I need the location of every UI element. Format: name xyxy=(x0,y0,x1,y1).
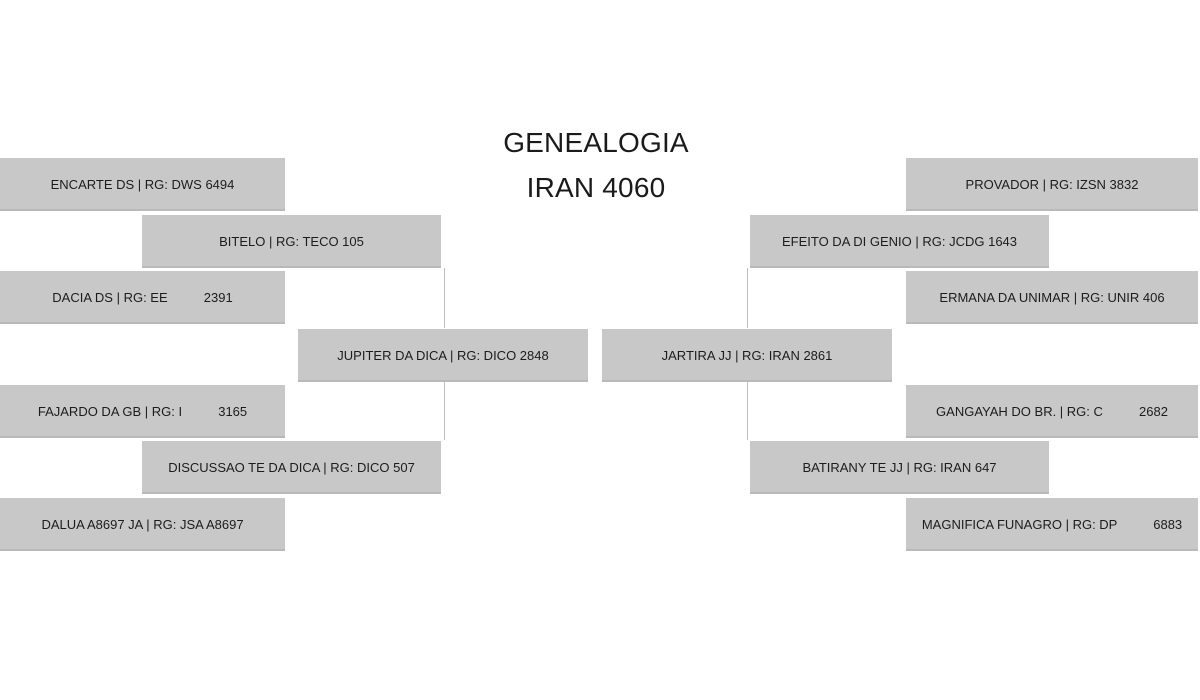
connector-line xyxy=(444,382,445,440)
sire-great-grandsire-2: FAJARDO DA GB | RG: I 3165 xyxy=(0,385,285,438)
maternal-granddam: BATIRANY TE JJ | RG: IRAN 647 xyxy=(750,441,1049,494)
dam: JARTIRA JJ | RG: IRAN 2861 xyxy=(602,329,892,382)
title-animal-id: IRAN 4060 xyxy=(526,172,666,203)
sire: JUPITER DA DICA | RG: DICO 2848 xyxy=(298,329,588,382)
maternal-grandsire: EFEITO DA DI GENIO | RG: JCDG 1643 xyxy=(750,215,1049,268)
sire-great-grandsire-1: ENCARTE DS | RG: DWS 6494 xyxy=(0,158,285,211)
dam-great-grandsire-2: GANGAYAH DO BR. | RG: C 2682 xyxy=(906,385,1198,438)
dam-great-grandsire-1: PROVADOR | RG: IZSN 3832 xyxy=(906,158,1198,211)
paternal-granddam: DISCUSSAO TE DA DICA | RG: DICO 507 xyxy=(142,441,441,494)
title-genealogia: GENEALOGIA xyxy=(503,127,689,158)
dam-great-granddam-1: ERMANA DA UNIMAR | RG: UNIR 406 xyxy=(906,271,1198,324)
sire-great-granddam-2: DALUA A8697 JA | RG: JSA A8697 xyxy=(0,498,285,551)
connector-line xyxy=(747,382,748,440)
paternal-grandsire: BITELO | RG: TECO 105 xyxy=(142,215,441,268)
connector-line xyxy=(444,268,445,328)
sire-great-granddam-1: DACIA DS | RG: EE 2391 xyxy=(0,271,285,324)
dam-great-granddam-2: MAGNIFICA FUNAGRO | RG: DP 6883 xyxy=(906,498,1198,551)
connector-line xyxy=(747,268,748,328)
